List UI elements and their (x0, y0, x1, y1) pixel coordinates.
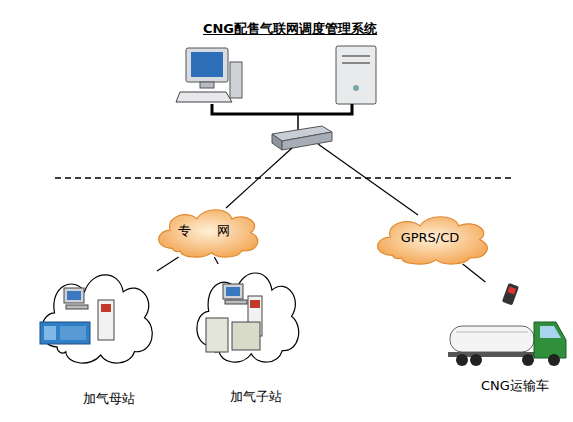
cloud-shape (197, 273, 299, 362)
station-desk (66, 305, 88, 309)
handheld-terminal (502, 283, 519, 306)
compressor-unit (40, 322, 90, 344)
network-cloud: 专 网 (150, 205, 262, 257)
diagram-title: CNG配售气联网调度管理系统 (170, 20, 410, 38)
network-label: 专 网 (150, 222, 262, 240)
monitor-frame (186, 48, 228, 82)
station-monitor (64, 288, 84, 303)
trailer-chassis (448, 352, 538, 357)
gas-dispenser (98, 300, 114, 340)
keyboard (176, 92, 232, 102)
workstation-computer (176, 48, 242, 102)
network-link (463, 264, 486, 282)
cloud-outline (32, 266, 157, 363)
equipment-box (232, 322, 260, 350)
switch-side (272, 134, 282, 150)
network-cloud: 加气子站 (188, 264, 303, 362)
truck-wheel (548, 354, 560, 366)
site-label: 加气子站 (198, 388, 313, 406)
vehicle-node: CNG运输车 (440, 282, 570, 374)
gas-dispenser (248, 296, 262, 336)
tank-stripe (456, 332, 528, 333)
zone-divider (55, 177, 515, 178)
monitor-screen (191, 52, 223, 77)
cng-truck (448, 283, 566, 366)
truck-wheel (470, 354, 482, 366)
station-desk (225, 300, 247, 304)
server-bay (342, 62, 370, 64)
uplink-line (226, 148, 292, 208)
cloud-outline (188, 264, 303, 362)
cloud-shape (42, 275, 153, 363)
site-label: CNG运输车 (450, 377, 573, 395)
network-cloud: GPRS/CD (368, 212, 492, 264)
compressor-part (44, 326, 56, 340)
dispenser-panel (250, 300, 260, 308)
storage-cabinet (206, 318, 228, 352)
network-link (157, 257, 179, 271)
station-screen (67, 291, 81, 300)
switch-front (282, 132, 332, 150)
handheld-screen (508, 286, 517, 294)
monitor-stand (200, 82, 214, 88)
cab-window (540, 326, 561, 338)
sub-station-equipment (206, 284, 262, 352)
network-cloud: 加气母站 (32, 266, 157, 363)
dispenser-panel (101, 304, 111, 312)
truck-wheel (522, 354, 534, 366)
uplink-line (318, 144, 418, 215)
station-monitor (223, 284, 243, 299)
station-screen (226, 287, 240, 296)
lan-link (297, 114, 299, 130)
pc-tower (230, 62, 242, 98)
network-label: GPRS/CD (368, 230, 492, 245)
network-switch (272, 126, 332, 150)
truck-cab (534, 322, 566, 358)
server-bay (342, 55, 370, 57)
server-led (353, 85, 359, 91)
mother-station-equipment (40, 288, 114, 344)
network-link (214, 257, 218, 264)
truck-wheel (456, 354, 468, 366)
server-tower (336, 46, 376, 104)
lan-bus (212, 104, 352, 114)
server-case (336, 46, 376, 104)
site-label: 加气母站 (46, 390, 171, 408)
tank-trailer (450, 326, 534, 352)
compressor-part (60, 326, 86, 340)
